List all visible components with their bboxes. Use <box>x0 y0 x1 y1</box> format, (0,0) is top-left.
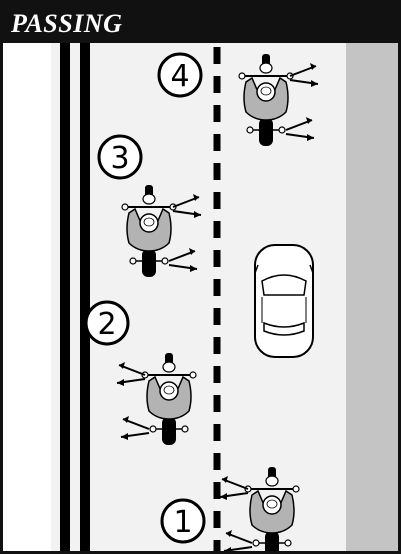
left-margin <box>3 43 51 554</box>
right-shoulder <box>346 43 398 554</box>
step-number-2: 2 <box>97 307 116 342</box>
step-marker-4: 4 <box>159 54 201 96</box>
step-marker-3: 3 <box>99 136 141 178</box>
car-icon <box>255 245 313 357</box>
step-number-3: 3 <box>110 141 129 176</box>
step-marker-2: 2 <box>86 302 128 344</box>
step-number-1: 1 <box>173 505 192 540</box>
road-scene: 4 3 2 1 <box>3 43 398 554</box>
double-line-right <box>80 43 90 554</box>
step-marker-1: 1 <box>162 500 204 542</box>
double-line-left <box>60 43 70 554</box>
step-number-4: 4 <box>170 59 189 94</box>
diagram-title: PASSING <box>11 9 122 39</box>
title-bar: PASSING <box>3 3 398 43</box>
